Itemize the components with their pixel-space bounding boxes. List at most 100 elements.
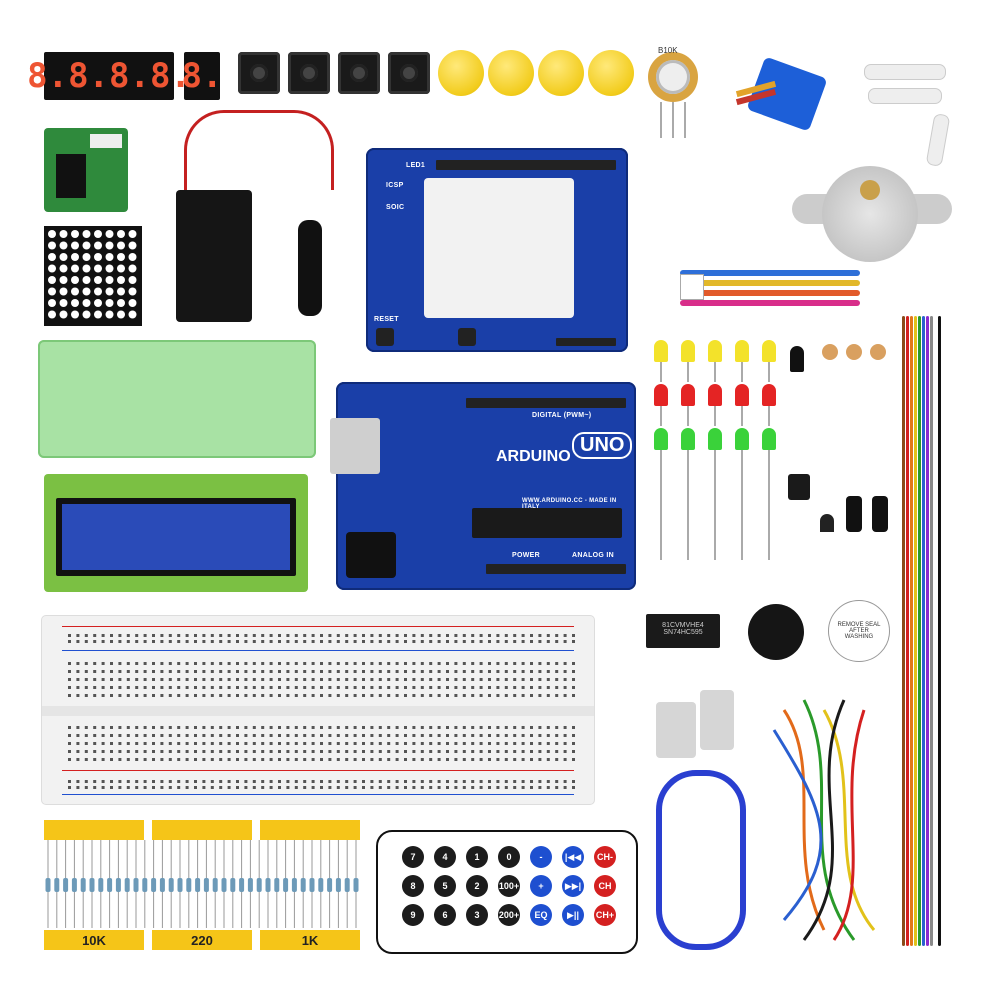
jumper-wires-bundle [764,690,894,950]
component-box [38,340,316,458]
photoresistor-1 [822,344,838,360]
photoresistor-3 [870,344,886,360]
potentiometer: B10K [648,46,698,142]
resistor-label-220: 220 [152,930,252,950]
remote-button: 100+ [498,875,520,897]
led-leg [714,406,716,426]
resistor-leads [45,840,359,928]
breadboard-830 [42,616,594,804]
stepper-wires [680,250,860,320]
seven-segment-digits: 8.8.8.8. [27,56,191,96]
led [708,340,722,362]
led-leg [714,362,716,382]
led-leg [687,450,689,560]
seven-segment-1digit-display: 8. [181,52,223,100]
tactile-button-1 [238,52,280,94]
remote-button: 200+ [498,904,520,926]
led-leg [660,406,662,426]
led [681,340,695,362]
uln2003-driver-board [44,128,128,212]
arduino-digital-label: DIGITAL (PWM~) [532,412,592,419]
ribbon-wire [938,316,941,946]
ribbon-wire [910,316,913,946]
led [654,384,668,406]
shift-register-ic: 81CVMVHE4 SN74HC595 [646,614,720,648]
resistor-pack-1k: 1K [260,820,360,950]
led [708,428,722,450]
led [735,384,749,406]
remote-button: CH [594,875,616,897]
led [735,428,749,450]
seven-segment-digit: 8. [181,56,223,96]
led-leg [660,362,662,382]
tilt-switch-1 [846,496,862,532]
resistor-pack-220: 220 [152,820,252,950]
shield-soic-label: SOIC [386,204,405,211]
buzzer-sticker-text: REMOVE SEAL AFTER WASHING [837,622,881,640]
led [654,428,668,450]
button-cap-4 [588,50,634,96]
led [708,384,722,406]
usb-cable [646,690,756,960]
ic-label-1: 81CVMVHE4 [662,622,704,629]
arduino-model-label: UNO [572,432,633,459]
dupont-ribbon-cable [902,316,944,946]
arduino-brand-label: ARDUINO [496,448,571,465]
arduino-url-label: WWW.ARDUINO.CC - MADE IN ITALY [522,498,617,510]
led [654,340,668,362]
remote-button: 4 [434,846,456,868]
remote-button: 7 [402,846,424,868]
remote-button: CH- [594,846,616,868]
remote-button: 6 [434,904,456,926]
remote-button: 8 [402,875,424,897]
button-cap-3 [538,50,584,96]
ribbon-wire [926,316,929,946]
stepper-motor [792,166,956,262]
button-cap-2 [488,50,534,96]
shield-icsp-label: ICSP [386,182,404,189]
button-cap-1 [438,50,484,96]
remote-button: ▶▶| [562,875,584,897]
lcd-1602-module [44,474,308,592]
tactile-button-4 [388,52,430,94]
led-matrix-dots [48,230,137,319]
ribbon-wire [922,316,925,946]
prototype-shield: RESET ICSP SOIC LED1 [366,148,628,352]
shield-reset-label: RESET [374,316,399,323]
servo-horns [864,58,954,168]
led-matrix-8x8 [44,226,142,326]
resistor-label-1k: 1K [260,930,360,950]
ir-receiver-led [790,346,804,372]
shield-led-label: LED1 [406,162,426,169]
arduino-uno-board: ARDUINO UNO DIGITAL (PWM~) WWW.ARDUINO.C… [330,382,636,590]
led-leg [768,362,770,382]
remote-button: + [530,875,552,897]
led-leg [687,406,689,426]
seven-segment-4digit-display: 8.8.8.8. [27,52,191,100]
ribbon-wire [918,316,921,946]
temperature-sensor [820,514,834,532]
photoresistor-2 [846,344,862,360]
led-leg [741,450,743,560]
jumper-wires-graphic [772,699,876,941]
ir-receiver-module [788,474,810,500]
remote-button: 0 [498,846,520,868]
led [681,384,695,406]
remote-button: |◀◀ [562,846,584,868]
servo-motor [735,56,828,136]
led-group [654,340,784,560]
led-leg [741,362,743,382]
led-leg [660,450,662,560]
remote-button: ▶|| [562,904,584,926]
led [681,428,695,450]
ribbon-wire [914,316,917,946]
remote-button: 3 [466,904,488,926]
led [762,384,776,406]
ribbon-wire [902,316,905,946]
arduino-analog-label: ANALOG IN [572,552,614,559]
led [762,428,776,450]
led [762,340,776,362]
led-leg [768,450,770,560]
resistor-label-10k: 10K [44,930,144,950]
